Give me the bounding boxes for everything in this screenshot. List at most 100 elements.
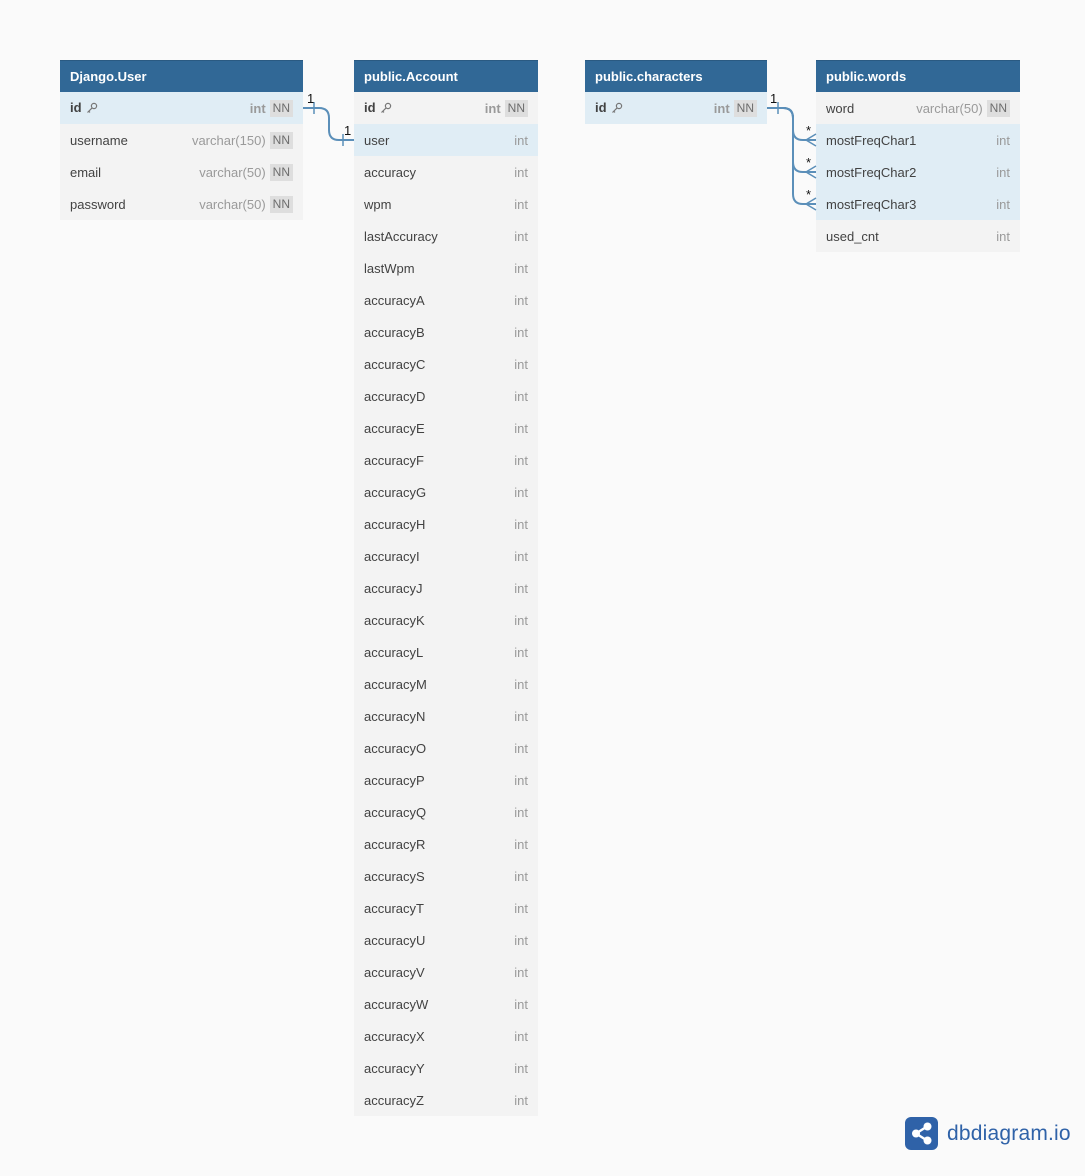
relation-line-user-account[interactable]: [303, 107, 354, 141]
field-type: int: [514, 196, 528, 212]
field-name: accuracyE: [364, 421, 514, 436]
field-type: int: [514, 772, 528, 788]
table-header[interactable]: public.Account: [354, 60, 538, 92]
field-name: lastWpm: [364, 261, 514, 276]
field-row-accuracyi[interactable]: accuracyI int: [354, 540, 538, 572]
field-name-text: accuracyH: [364, 516, 426, 532]
field-name-text: mostFreqChar1: [826, 132, 917, 148]
field-type: int: [514, 1028, 528, 1044]
field-name: accuracyO: [364, 741, 514, 756]
field-name-text: accuracy: [364, 164, 417, 180]
field-name-text: accuracyD: [364, 388, 426, 404]
field-name-text: mostFreqChar2: [826, 164, 917, 180]
field-name-text: id: [595, 99, 607, 115]
field-type: int: [514, 132, 528, 148]
field-name: mostFreqChar2: [826, 165, 996, 180]
table-header[interactable]: public.words: [816, 60, 1020, 92]
field-type: int: [514, 324, 528, 340]
field-name: accuracyM: [364, 677, 514, 692]
field-type: int: [514, 420, 528, 436]
field-name-text: accuracyA: [364, 292, 425, 308]
field-name: accuracyP: [364, 773, 514, 788]
field-name: wpm: [364, 197, 514, 212]
field-name: accuracyT: [364, 901, 514, 916]
field-row-accuracya[interactable]: accuracyA int: [354, 284, 538, 316]
field-type: int: [514, 804, 528, 820]
field-name: accuracyU: [364, 933, 514, 948]
many-marker: [805, 165, 817, 179]
field-name: password: [70, 197, 199, 212]
field-name: accuracyR: [364, 837, 514, 852]
field-name-text: accuracyI: [364, 548, 420, 564]
field-name: accuracyK: [364, 613, 514, 628]
field-name: id: [364, 100, 485, 117]
field-type: int: [514, 356, 528, 372]
relation-line-characters-word3[interactable]: [767, 107, 816, 205]
field-type: int: [514, 740, 528, 756]
field-type: int: [514, 708, 528, 724]
field-name: lastAccuracy: [364, 229, 514, 244]
field-type: int: [514, 548, 528, 564]
field-name: mostFreqChar1: [826, 133, 996, 148]
primary-key-icon: [380, 102, 392, 117]
field-name: accuracyA: [364, 293, 514, 308]
table-header[interactable]: public.characters: [585, 60, 767, 92]
field-name: accuracyY: [364, 1061, 514, 1076]
field-type: int: [514, 292, 528, 308]
share-nodes-icon: [905, 1117, 938, 1150]
field-name: accuracyD: [364, 389, 514, 404]
field-type: int: [996, 196, 1010, 212]
cardinality-label: *: [806, 155, 812, 170]
primary-key-icon: [611, 102, 623, 117]
field-name-text: accuracyJ: [364, 580, 423, 596]
table-header[interactable]: Django.User: [60, 60, 303, 92]
field-type: int: [514, 964, 528, 980]
field-name: accuracyW: [364, 997, 514, 1012]
